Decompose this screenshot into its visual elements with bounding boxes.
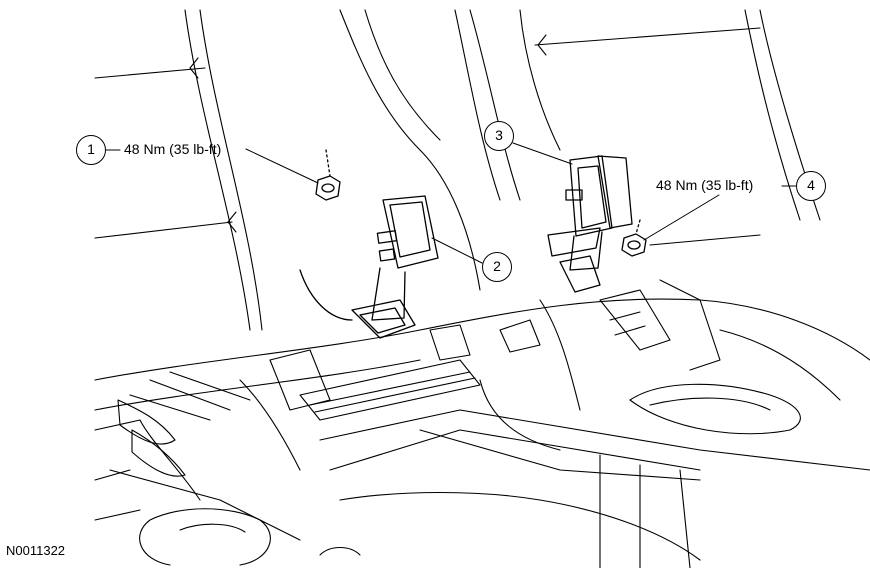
leader-3	[512, 142, 573, 165]
callout-4-number: 4	[807, 177, 815, 193]
callout-2-number: 2	[493, 258, 501, 274]
callout-1-torque-label: 48 Nm (35 lb-ft)	[124, 141, 222, 157]
right-buckle	[547, 155, 633, 293]
left-bolt	[315, 149, 341, 201]
callout-4-circle: 4	[796, 171, 826, 201]
right-bolt	[621, 219, 647, 257]
figure-id: N0011322	[6, 543, 66, 558]
leader-lines	[105, 142, 797, 264]
callout-2-circle: 2	[482, 252, 512, 282]
callout-3-number: 3	[495, 127, 503, 143]
leader-4	[643, 194, 720, 241]
callout-3-circle: 3	[484, 121, 514, 151]
callout-4-torque-label: 48 Nm (35 lb-ft)	[656, 177, 754, 193]
left-buckle	[299, 195, 439, 339]
callout-1-circle: 1	[76, 135, 106, 165]
leader-2	[431, 237, 483, 264]
left-seat	[94, 9, 481, 331]
callout-1-number: 1	[87, 141, 95, 157]
floor-pan	[94, 279, 870, 568]
leader-1	[245, 148, 319, 184]
